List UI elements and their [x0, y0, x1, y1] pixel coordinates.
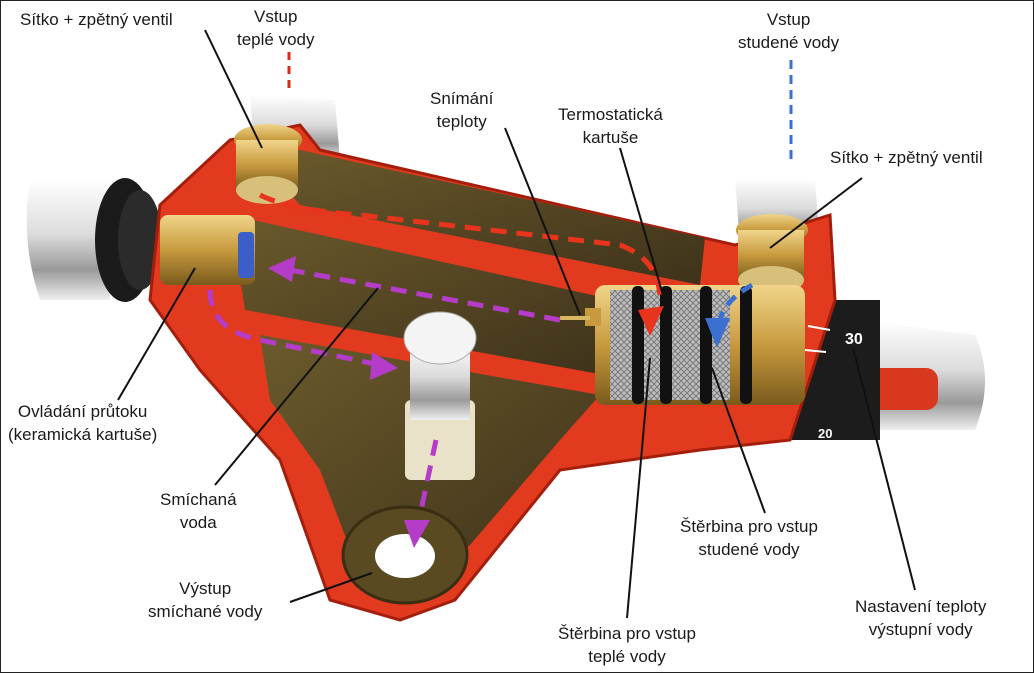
label-cold-water-inlet: Vstup studené vody	[738, 8, 839, 54]
label-line: studené vody	[738, 33, 840, 52]
mixed-flow-arrowhead-2	[370, 352, 398, 380]
label-line: smíchané vody	[148, 602, 263, 621]
hot-inlet-filter	[234, 124, 302, 204]
label-line: Sítko + zpětný ventil	[20, 10, 173, 29]
label-line: Nastavení teploty	[855, 597, 987, 616]
label-line: voda	[179, 513, 217, 532]
cold-flow-arrow	[717, 282, 754, 321]
label-temperature-sensing: Snímání teploty	[430, 87, 493, 133]
label-line: Výstup	[179, 579, 232, 598]
label-line: Smíchaná	[160, 490, 237, 509]
label-temperature-setting: Nastavení teploty výstupní vody	[855, 595, 986, 641]
label-line: kartuše	[582, 128, 639, 147]
thermostatic-cartridge	[560, 285, 805, 405]
label-line: Sítko + zpětný ventil	[830, 148, 983, 167]
flow-control-knob	[26, 178, 162, 302]
mixed-flow-arrowhead-1	[268, 256, 296, 282]
label-line: Snímání	[430, 89, 494, 108]
label-hot-water-inlet: Vstup teplé vody	[237, 5, 315, 51]
label-hot-water-slot: Štěrbina pro vstup teplé vody	[558, 622, 696, 668]
outlet-button	[403, 311, 477, 480]
dial-mark-20: 20	[818, 426, 832, 441]
label-line: (keramická kartuše)	[8, 425, 158, 444]
label-line: teplé vody	[588, 647, 666, 666]
label-cold-water-slot: Štěrbina pro vstup studené vody	[680, 515, 818, 561]
label-mixed-water-outlet: Výstup smíchané vody	[148, 577, 262, 623]
label-line: Vstup	[254, 7, 298, 26]
label-line: Ovládání průtoku	[17, 402, 148, 421]
label-thermostatic-cartridge: Termostatická kartuše	[558, 103, 663, 149]
label-line: Vstup	[766, 10, 811, 29]
temperature-knob	[790, 300, 985, 440]
label-line: studené vody	[698, 540, 800, 559]
temperature-dial-scale: 30 20	[804, 325, 863, 441]
label-line: Štěrbina pro vstup	[680, 517, 818, 536]
cold-inlet-filter	[736, 214, 808, 294]
label-flow-control: Ovládání průtoku (keramická kartuše)	[8, 400, 157, 446]
label-mixed-water: Smíchaná voda	[160, 488, 237, 534]
label-line: teploty	[436, 112, 487, 131]
mixed-flow-arrow	[207, 267, 561, 516]
label-inlet-filter-hot: Sítko + zpětný ventil	[20, 8, 173, 31]
label-line: Termostatická	[558, 105, 663, 124]
cold-flow-arrowhead	[705, 318, 730, 348]
mixed-flow-arrowhead-3	[404, 520, 430, 548]
label-line: výstupní vody	[868, 620, 973, 639]
label-inlet-filter-cold: Sítko + zpětný ventil	[830, 146, 983, 169]
leader-lines	[117, 29, 916, 619]
ceramic-cartridge	[160, 215, 255, 285]
label-line: teplé vody	[237, 30, 315, 49]
dial-mark-30: 30	[845, 331, 863, 348]
hot-flow-arrowhead	[638, 306, 664, 336]
label-line: Štěrbina pro vstup	[558, 624, 696, 643]
